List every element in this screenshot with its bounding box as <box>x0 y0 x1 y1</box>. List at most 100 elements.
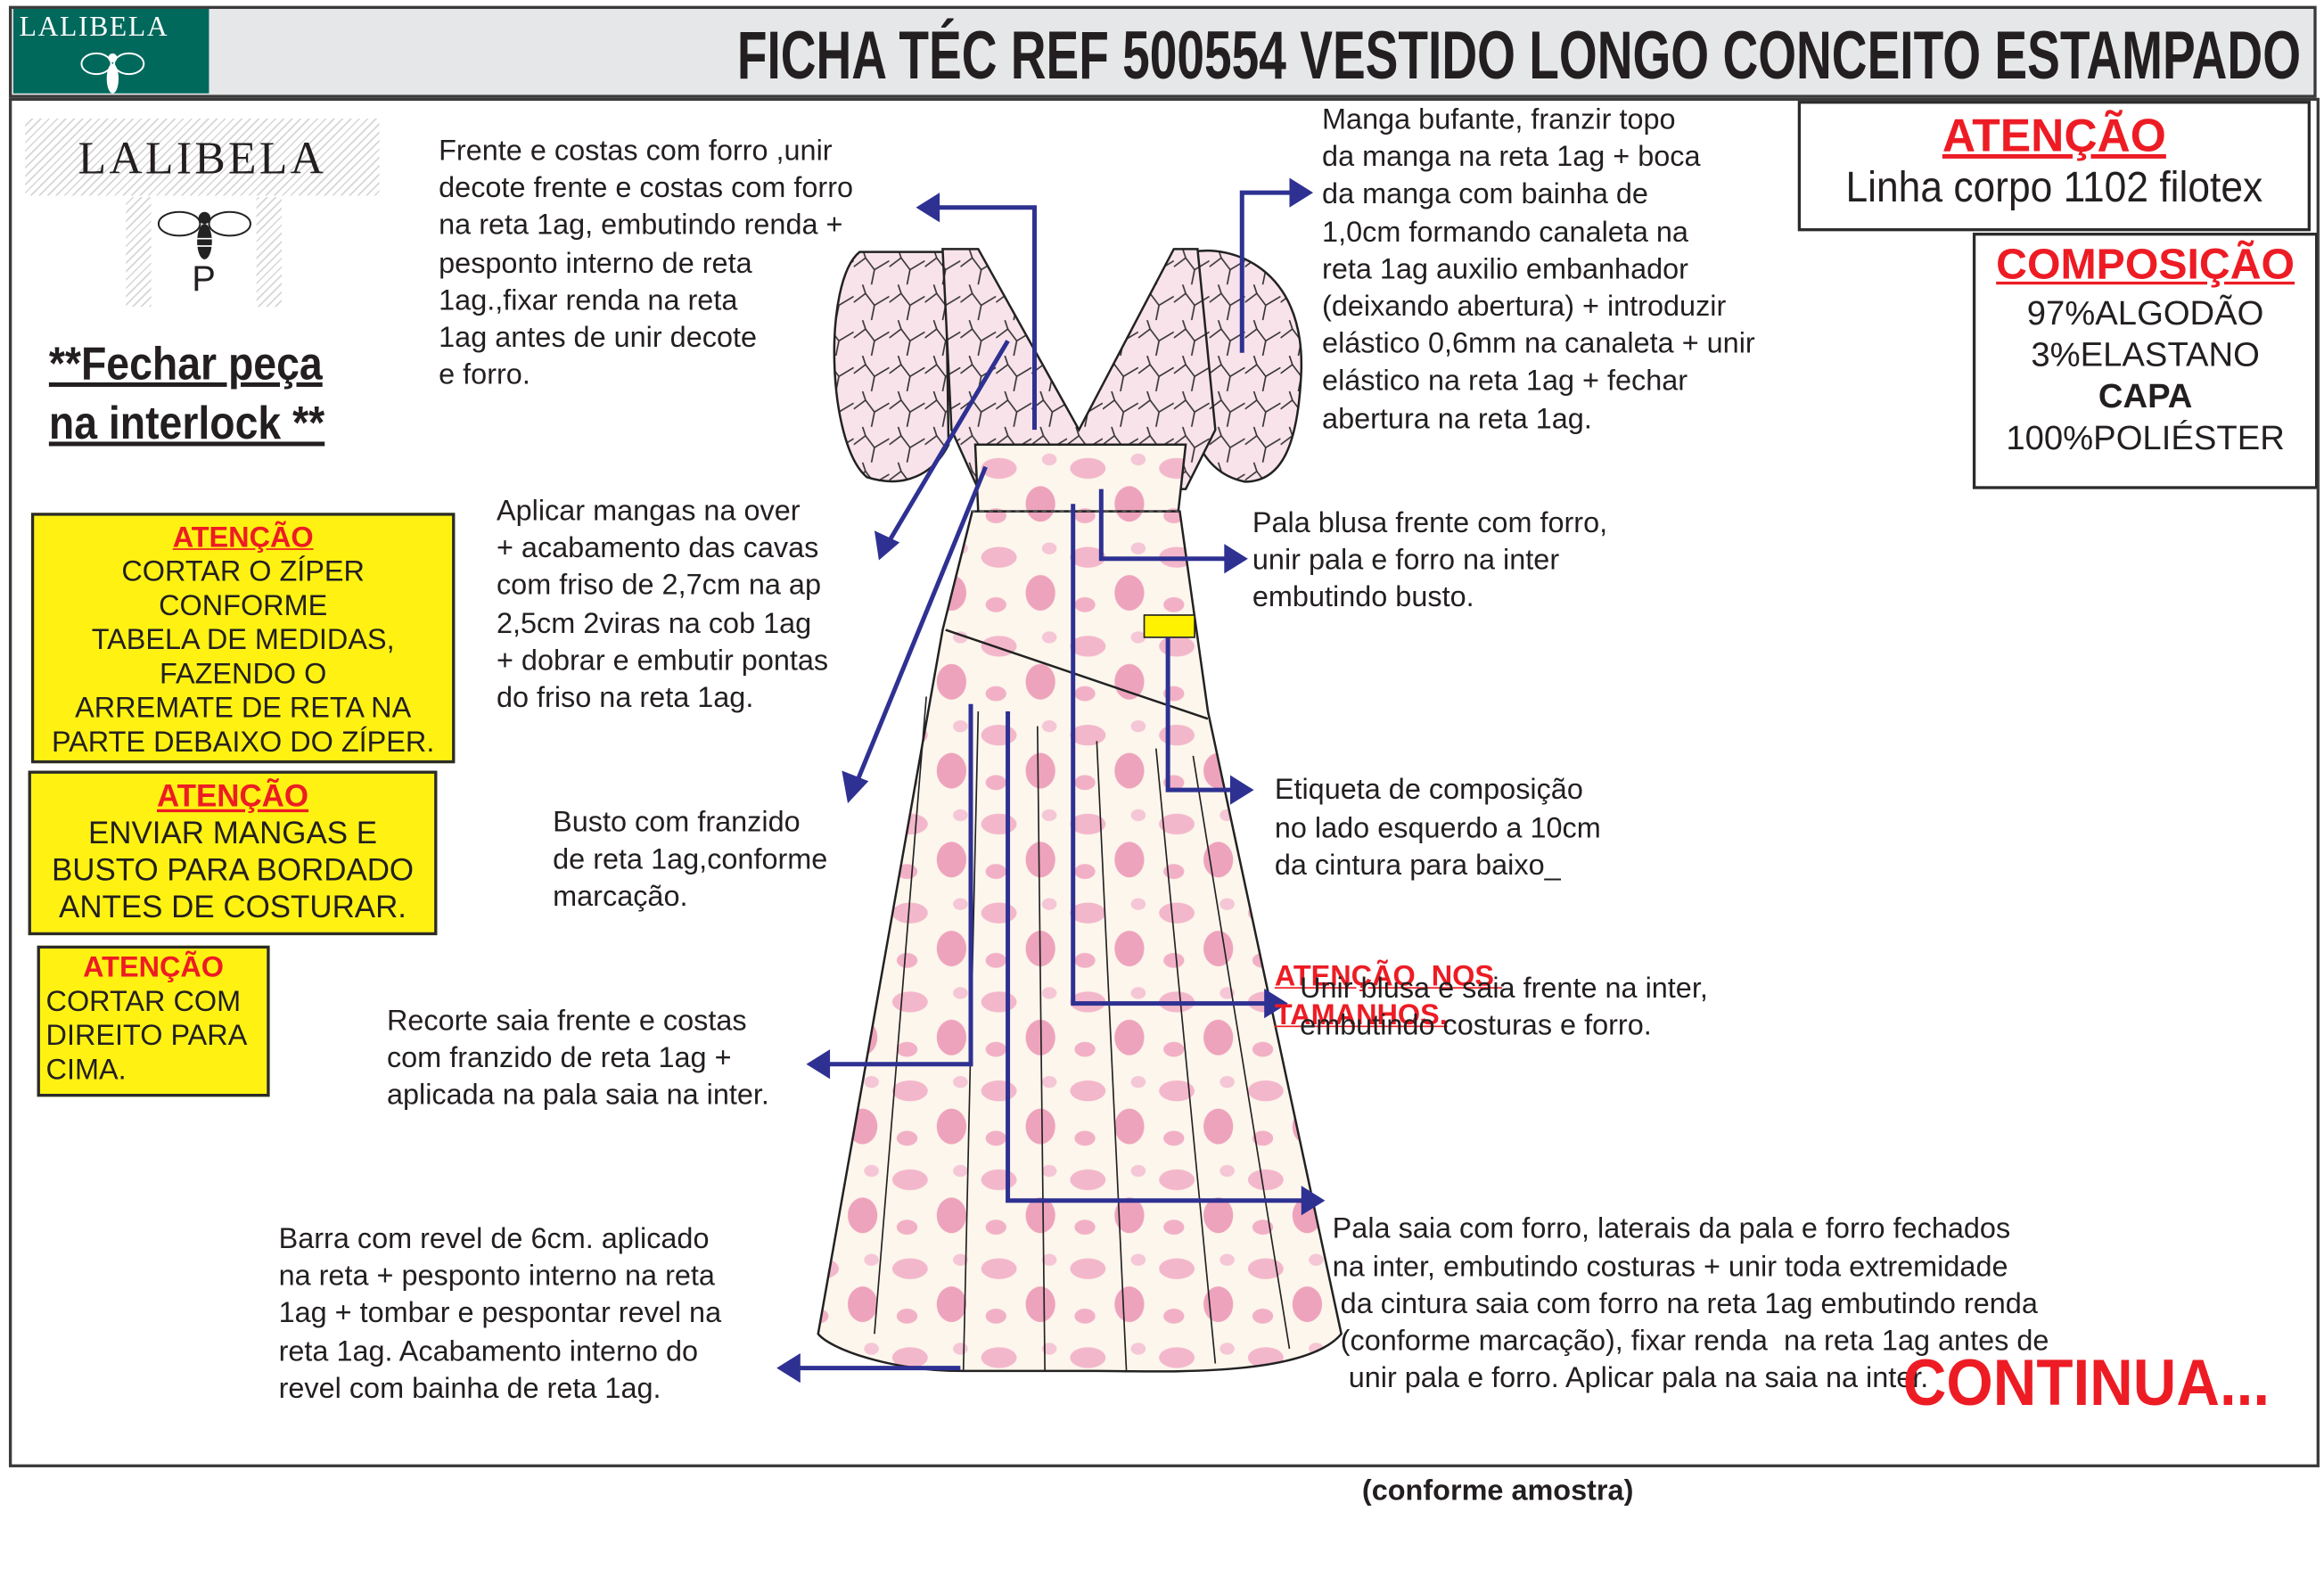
text-line: PARTE DEBAIXO DO ZÍPER. <box>51 726 435 760</box>
text-line: reta 1ag. Acabamento interno do <box>278 1335 699 1367</box>
text-line: Aplicar mangas na over <box>496 495 801 528</box>
text-line: com friso de 2,7cm na ap <box>496 570 821 603</box>
arrow-skirt-cut <box>826 703 973 1067</box>
text-line: Barra com revel de 6cm. aplicado <box>278 1222 710 1256</box>
text-line: CONFORME <box>159 589 328 623</box>
text-line: ATENÇÃO NOS <box>1274 961 1503 994</box>
closing-note-line: **Fechar peça <box>48 338 323 390</box>
warning-title: ATENÇÃO <box>83 951 225 984</box>
closing-note: **Fechar peça na interlock ** <box>49 335 324 454</box>
text-line: na inter, embutindo costuras + unir toda… <box>1332 1250 2008 1284</box>
page-title: FICHA TÉC REF 500554 VESTIDO LONGO CONCE… <box>736 16 2301 94</box>
text-line: (conforme marcação), fixar renda na reta… <box>1332 1325 2049 1358</box>
text-line: no lado esquerdo a 10cm <box>1274 811 1601 845</box>
composition-tag-marker <box>1143 614 1195 638</box>
text-line: pesponto interno de reta <box>439 247 752 280</box>
text-line: e forro. <box>439 358 530 392</box>
arrow-bodice-yoke <box>1098 489 1228 562</box>
text-line: BUSTO PARA BORDADO <box>51 853 415 888</box>
warning-title: ATENÇÃO <box>172 521 314 554</box>
skirt-yoke-seam <box>945 628 1209 720</box>
closing-note-line: na interlock ** <box>48 397 325 449</box>
brand-label: LALIBELA <box>25 119 380 196</box>
text-line: reta 1ag auxilio embanhador <box>1322 252 1688 286</box>
dress-bodice-yoke <box>973 443 1187 513</box>
text-line: de reta 1ag,conforme <box>553 843 828 876</box>
arrow-sleeve <box>1239 190 1293 353</box>
text-line: 3%ELASTANO <box>2031 334 2260 374</box>
text-line: 1ag antes de unir decote <box>439 321 758 355</box>
note-label-tag-warning: ATENÇÃO NOS TAMANHOS. <box>1275 959 1601 1034</box>
text-line: unir pala e forro na inter <box>1252 544 1560 578</box>
note-hem: Barra com revel de 6cm. aplicado na reta … <box>279 1221 722 1408</box>
arrow-skirt-yoke <box>1006 711 1305 1203</box>
text-line: 1,0cm formando canaleta na <box>1322 216 1688 249</box>
text-line: 1ag.,fixar renda na reta <box>439 283 738 317</box>
warning-title: ATENÇÃO <box>157 779 309 814</box>
note-join: Unir blusa e saia frente na inter,embuti… <box>1300 971 1708 1046</box>
capa-value: 100%POLIÉSTER <box>2006 417 2285 457</box>
text-line: Etiqueta de composição <box>1274 774 1583 808</box>
text-line: TABELA DE MEDIDAS, <box>91 623 395 657</box>
attention-title: ATENÇÃO <box>1942 110 2166 162</box>
text-line: Manga bufante, franzir topo <box>1322 103 1676 136</box>
continue-label: CONTINUA... <box>1902 1347 2271 1420</box>
composition-title: COMPOSIÇÃO <box>1996 242 2295 290</box>
capa-label: CAPA <box>2098 376 2193 415</box>
bee-icon <box>157 210 251 259</box>
brand-logo: LALIBELA <box>12 8 209 94</box>
text-line: Busto com franzido <box>553 806 801 840</box>
text-line: revel com bainha de reta 1ag. <box>278 1372 661 1405</box>
text-line: (deixando abertura) + introduzir <box>1322 290 1727 324</box>
text-line: do friso na reta 1ag. <box>496 681 754 715</box>
annotation-arrows <box>797 190 1305 1371</box>
text-line: elástico na reta 1ag + fechar <box>1322 365 1688 398</box>
dress-skirt <box>817 510 1343 1373</box>
text-line: ANTES DE COSTURAR. <box>59 891 406 925</box>
text-line: com franzido de reta 1ag + <box>386 1042 732 1075</box>
text-line: da cintura saia com forro na reta 1ag em… <box>1332 1287 2038 1321</box>
text-line: na reta + pesponto interno na reta <box>278 1260 715 1293</box>
arrow-neckline <box>933 205 1037 431</box>
text-line: 97%ALGODÃO <box>2026 293 2264 333</box>
logo-text: LALIBELA <box>19 12 169 44</box>
arrowheads <box>776 177 1326 1384</box>
text-line: da manga na reta 1ag + boca <box>1322 141 1701 174</box>
text-line: TAMANHOS. <box>1274 998 1448 1031</box>
note-skirt-yoke-lines: Pala saia com forro, laterais da pala e … <box>1333 1211 2049 1399</box>
text-line: elástico 0,6mm na canaleta + unir <box>1322 327 1755 361</box>
arrow-armhole <box>887 340 1010 543</box>
text-line: ARREMATE DE RETA NA <box>75 692 412 726</box>
arrow-join <box>1071 504 1268 1006</box>
text-line: na reta 1ag, embutindo renda + <box>439 209 843 242</box>
text-line: FAZENDO O <box>159 658 327 691</box>
note-armhole: Aplicar mangas na over+ acabamento das c… <box>497 494 828 718</box>
text-line: Unir blusa e saia frente na inter, <box>1300 972 1708 1006</box>
header-bar <box>8 5 2317 98</box>
text-line: + dobrar e embutir pontas <box>496 644 829 678</box>
note-neckline: Frente e costas com forro ,unir decote fr… <box>439 134 853 395</box>
note-sleeve: Manga bufante, franzir topo da manga na r… <box>1322 103 1755 439</box>
size-label: P <box>126 197 282 308</box>
dress-technical-drawing <box>776 177 1343 1384</box>
text-line: decote frente e costas com forro <box>439 172 854 205</box>
text-line: 2,5cm 2viras na cob 1ag <box>496 607 812 640</box>
note-skirt-yoke-bold: (conforme amostra) <box>1361 1474 1634 1507</box>
text-line: ENVIAR MANGAS E <box>88 817 378 851</box>
text-line: aplicada na pala saia na inter. <box>386 1080 769 1113</box>
text-line: CORTAR O ZÍPER <box>121 555 365 589</box>
text-line: da cintura para baixo_ <box>1274 849 1561 882</box>
text-line: CIMA. <box>45 1054 127 1087</box>
size-text: P <box>192 259 216 300</box>
text-line: Frente e costas com forro ,unir <box>439 135 833 168</box>
text-line: marcação. <box>553 881 688 914</box>
